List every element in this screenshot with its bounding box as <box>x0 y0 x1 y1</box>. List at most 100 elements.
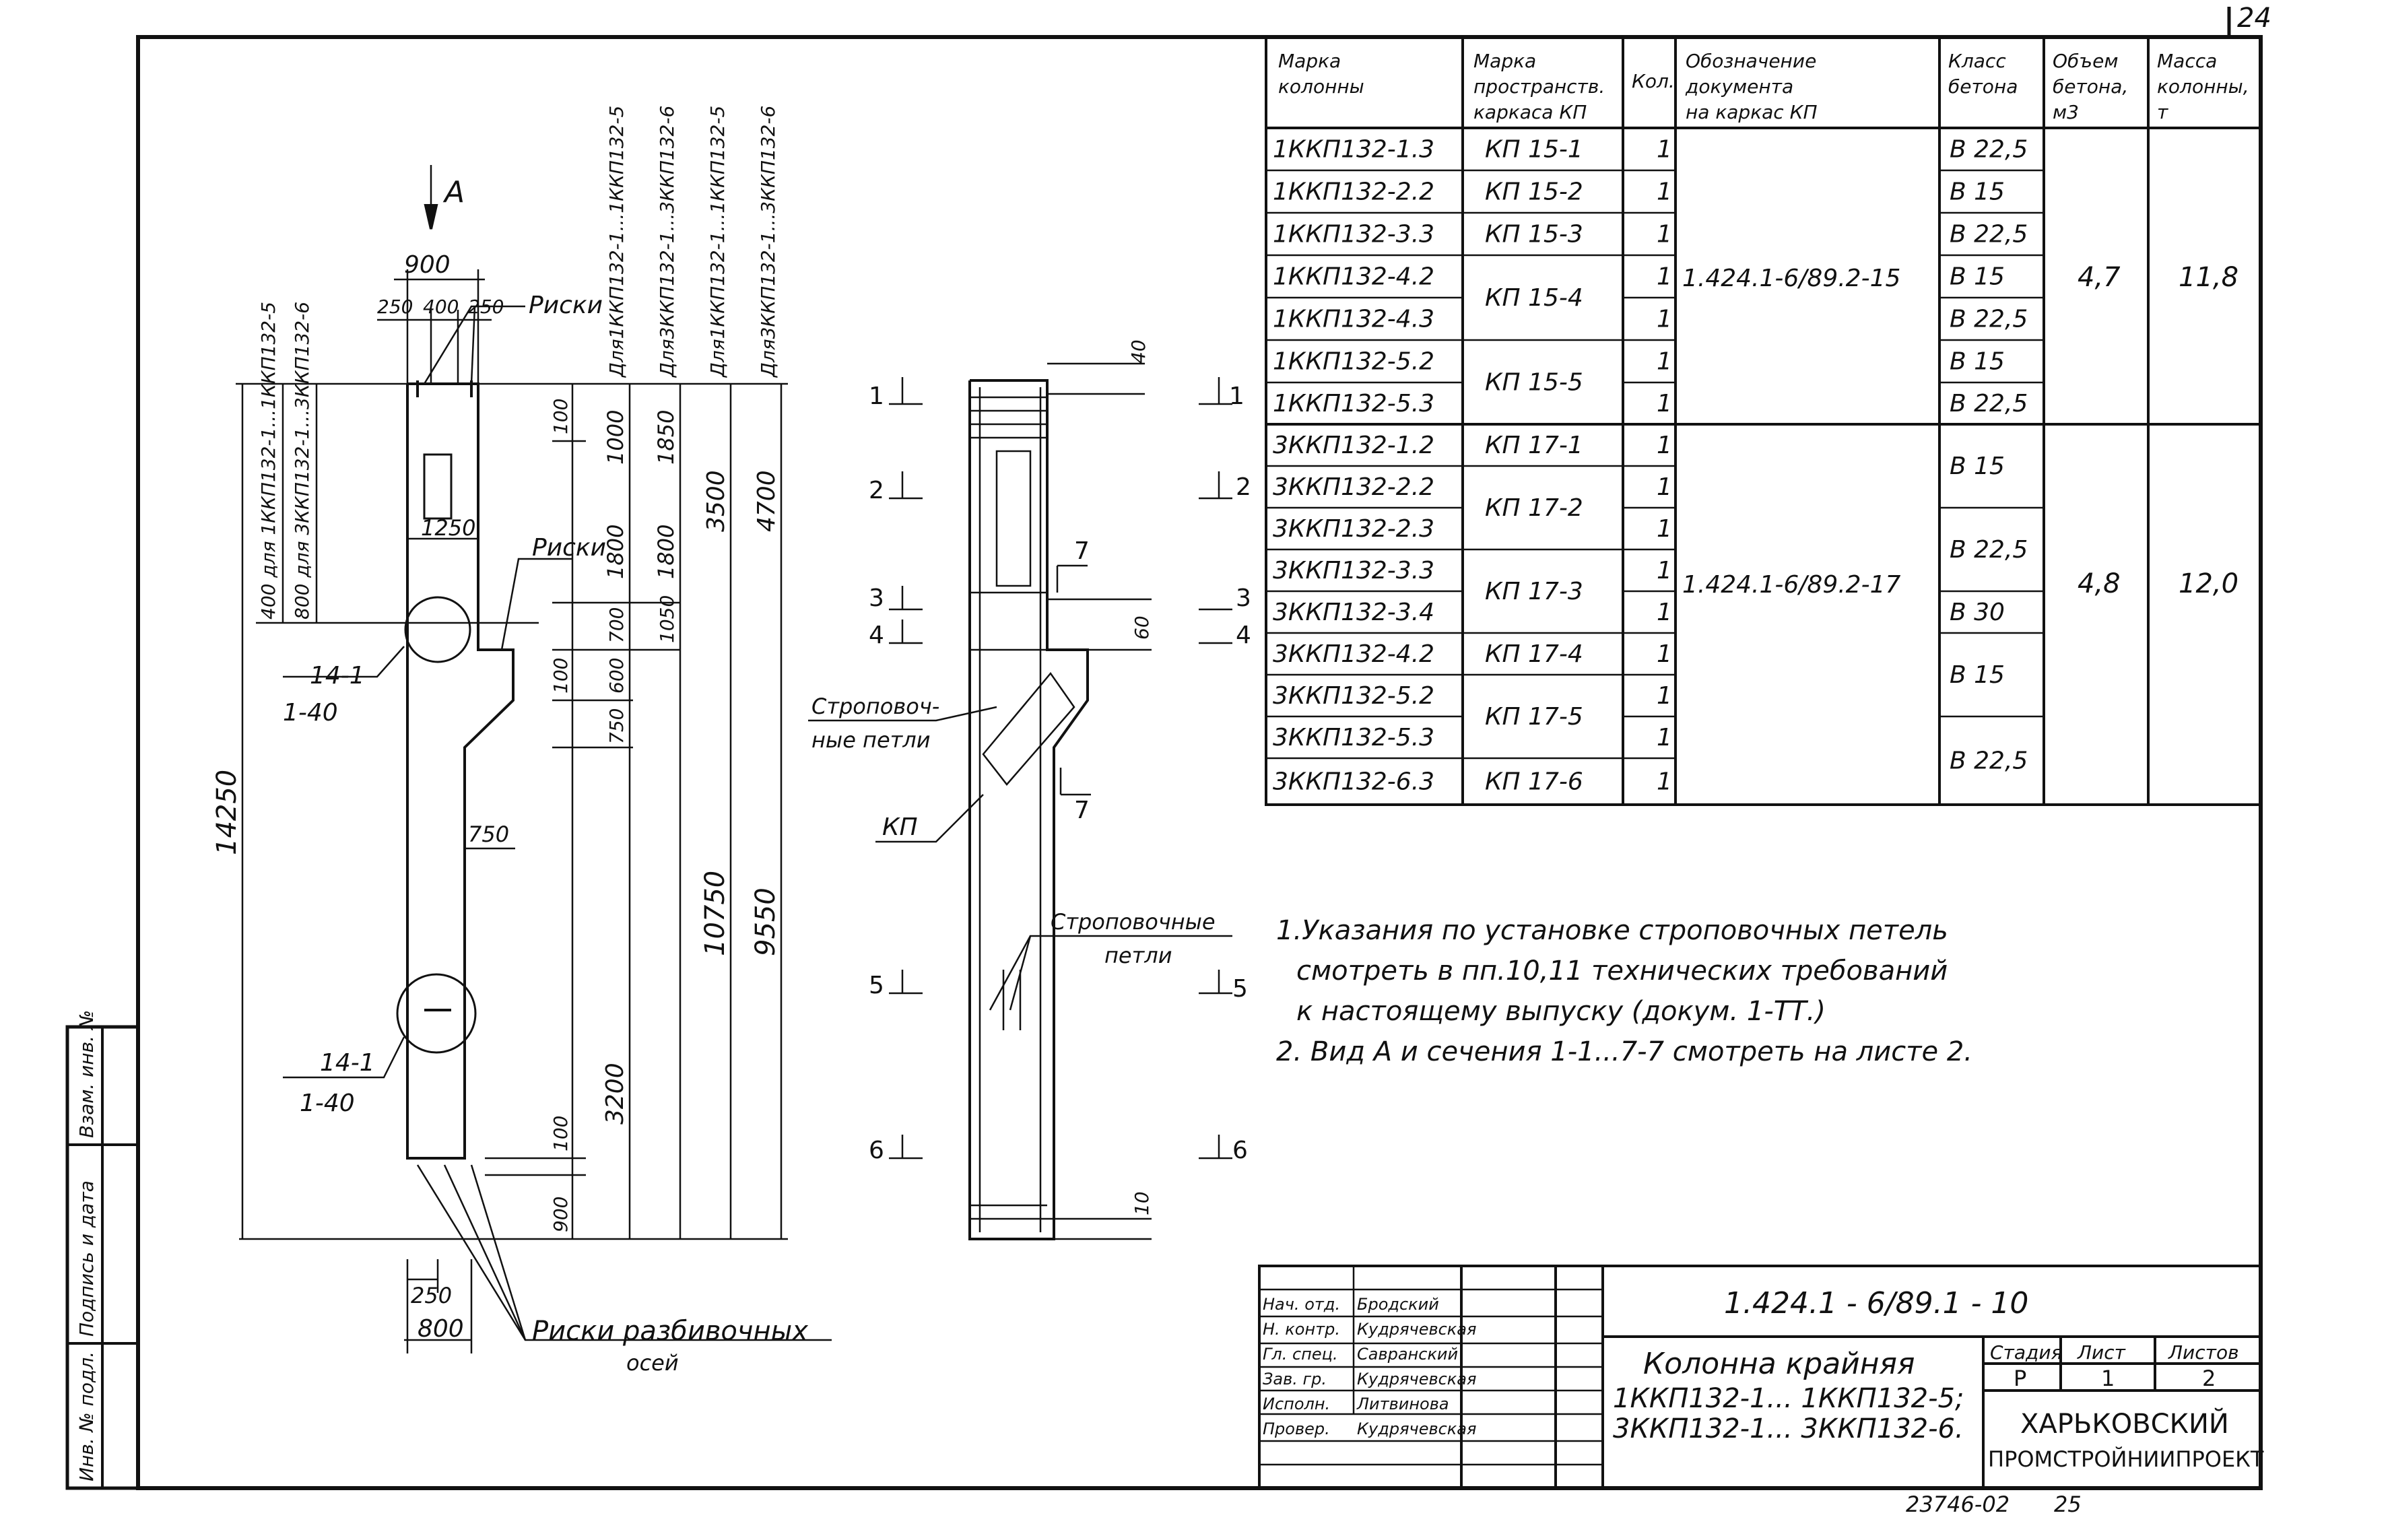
signature-name: Литвинова <box>1356 1395 1449 1413</box>
dim-750: 750 <box>468 822 509 847</box>
signature-name: Кудрячевская <box>1357 1370 1476 1388</box>
stamp-signature-date: Подпись и дата <box>75 1180 98 1337</box>
table-cell-qty: 1 <box>1657 515 1672 543</box>
signature-role: Зав. гр. <box>1263 1370 1327 1388</box>
note-2: 2. Вид А и сечения 1-1...7-7 смотреть на… <box>1276 1036 1972 1067</box>
table-cell-mark: 3ККП132-2.3 <box>1273 515 1434 543</box>
table-header-5-1: бетона, <box>2053 75 2128 98</box>
cut-6-left: 6 <box>869 1137 884 1164</box>
dim-600: 600 <box>605 658 628 694</box>
table-header-3-2: на каркас КП <box>1686 101 1818 123</box>
title-line-1: Колонна крайняя <box>1643 1347 1915 1381</box>
dim-400-note: 400 для 1ККП132-1...1ККП132-5 <box>257 302 279 620</box>
signature-role: Провер. <box>1263 1419 1330 1438</box>
table-cell-kp: КП 15-2 <box>1485 178 1583 206</box>
table-header-4-1: бетона <box>1948 75 2018 98</box>
table-cell-qty: 1 <box>1657 178 1672 206</box>
cut-4-right: 4 <box>1236 622 1251 649</box>
table-cell-kp: КП 17-6 <box>1485 768 1583 796</box>
footer-code: 23746-02 <box>1906 1492 2010 1517</box>
dim-1850: 1850 <box>653 410 679 465</box>
dim-700: 700 <box>605 607 628 643</box>
cut-2-left: 2 <box>869 477 884 504</box>
dim-1250: 1250 <box>421 515 475 541</box>
signature-role: Нач. отд. <box>1263 1295 1340 1314</box>
table-cell-kp: КП 15-1 <box>1485 136 1583 164</box>
table-cell-mark: 3ККП132-3.3 <box>1273 557 1434 584</box>
dim-250-left: 250 <box>377 296 413 318</box>
table-cell-qty: 1 <box>1657 599 1672 626</box>
table-cell-mark: 1ККП132-5.3 <box>1273 390 1434 417</box>
signature-name: Савранский <box>1357 1345 1458 1364</box>
table-cell-concrete: В 22,5 <box>1950 747 2028 775</box>
dim-100-mid: 100 <box>550 658 572 694</box>
table-cell-mark: 1ККП132-4.2 <box>1273 263 1434 291</box>
cut-1-right: 1 <box>1229 382 1244 410</box>
dim-60: 60 <box>1131 615 1153 640</box>
table-header-6-0: Масса <box>2157 50 2217 72</box>
dim-1800-a: 1800 <box>603 525 628 579</box>
dim-3500: 3500 <box>702 470 730 532</box>
table-cell-kp: КП 15-3 <box>1485 221 1583 248</box>
dim-100-top: 100 <box>550 399 572 434</box>
table-cell-qty: 1 <box>1657 136 1672 164</box>
table-cell-mark: 3ККП132-2.2 <box>1273 473 1434 501</box>
table-header-0-0: Марка <box>1278 50 1341 72</box>
vnote-2: Для3ККП132-1...3ККП132-6 <box>656 106 678 378</box>
table-cell-kp: КП 17-5 <box>1485 703 1583 731</box>
dim-800-note: 800 для 3ККП132-1...3ККП132-6 <box>291 302 313 620</box>
dim-800-bottom: 800 <box>418 1315 464 1343</box>
callout-2-ref: 1-40 <box>300 1090 355 1117</box>
dim-40: 40 <box>1127 339 1150 364</box>
table-cell-mark: 1ККП132-3.3 <box>1273 221 1434 248</box>
sheets-header: Листов <box>2168 1341 2239 1364</box>
table-mass-2: 12,0 <box>2179 568 2238 599</box>
table-cell-mark: 3ККП132-3.4 <box>1273 599 1434 626</box>
dim-9550: 9550 <box>750 888 781 956</box>
table-header-1-2: каркаса КП <box>1473 101 1587 123</box>
dim-1000: 1000 <box>603 410 628 465</box>
table-cell-mark: 1ККП132-5.2 <box>1273 348 1434 376</box>
cut-5-left: 5 <box>869 972 884 999</box>
table-header-4-0: Класс <box>1948 50 2006 72</box>
dim-250-bottom: 250 <box>411 1283 452 1308</box>
table-cell-concrete: В 22,5 <box>1950 390 2028 417</box>
table-cell-concrete: В 22,5 <box>1950 536 2028 564</box>
dim-900-bottom: 900 <box>550 1197 572 1232</box>
label-kp: КП <box>882 813 918 841</box>
table-cell-concrete: В 22,5 <box>1950 221 2028 248</box>
cut-6-right: 6 <box>1232 1137 1248 1164</box>
table-cell-qty: 1 <box>1657 557 1672 584</box>
table-header-1-0: Марка <box>1473 50 1536 72</box>
elevation-labels: А 900 250 400 250 Риски 1250 Риски 14-1 … <box>211 106 808 1376</box>
vnote-4: Для3ККП132-1...3ККП132-6 <box>757 106 779 378</box>
dim-3200: 3200 <box>601 1063 629 1125</box>
sheet-value: 1 <box>2101 1366 2115 1391</box>
signature-role: Н. контр. <box>1263 1320 1340 1339</box>
drawing-code: 1.424.1 - 6/89.1 - 10 <box>1724 1286 2028 1320</box>
general-notes: 1.Указания по установке строповочных пет… <box>1276 915 1972 1067</box>
column-section-view <box>808 362 1232 1240</box>
table-cell-kp: КП 15-5 <box>1485 369 1583 397</box>
table-cell-qty: 1 <box>1657 724 1672 751</box>
title-line-2: 1ККП132-1... 1ККП132-5; <box>1613 1383 1964 1414</box>
sheet-corner-number: 24 <box>2237 3 2271 34</box>
callout-1-ref: 1-40 <box>283 699 338 727</box>
table-cell-mark: 1ККП132-2.2 <box>1273 178 1434 206</box>
table-cell-mark: 3ККП132-5.2 <box>1273 682 1434 710</box>
label-stropov-2: ные петли <box>811 727 931 753</box>
table-header-1-1: пространств. <box>1473 75 1605 98</box>
column-elevation <box>236 165 832 1353</box>
cut-7-bottom: 7 <box>1074 797 1090 824</box>
cut-7-top: 7 <box>1074 537 1090 565</box>
org-line-1: ХАРЬКОВСКИЙ <box>2020 1407 2229 1440</box>
label-riski-top: Риски <box>529 292 603 319</box>
table-cell-kp: КП 17-3 <box>1485 578 1583 605</box>
title-block-lines <box>1258 1265 2262 1489</box>
dim-1800-b: 1800 <box>653 525 679 579</box>
dim-10: 10 <box>1131 1191 1153 1215</box>
table-cell-concrete: В 15 <box>1950 453 2005 480</box>
table-volume-2: 4,8 <box>2078 568 2121 599</box>
